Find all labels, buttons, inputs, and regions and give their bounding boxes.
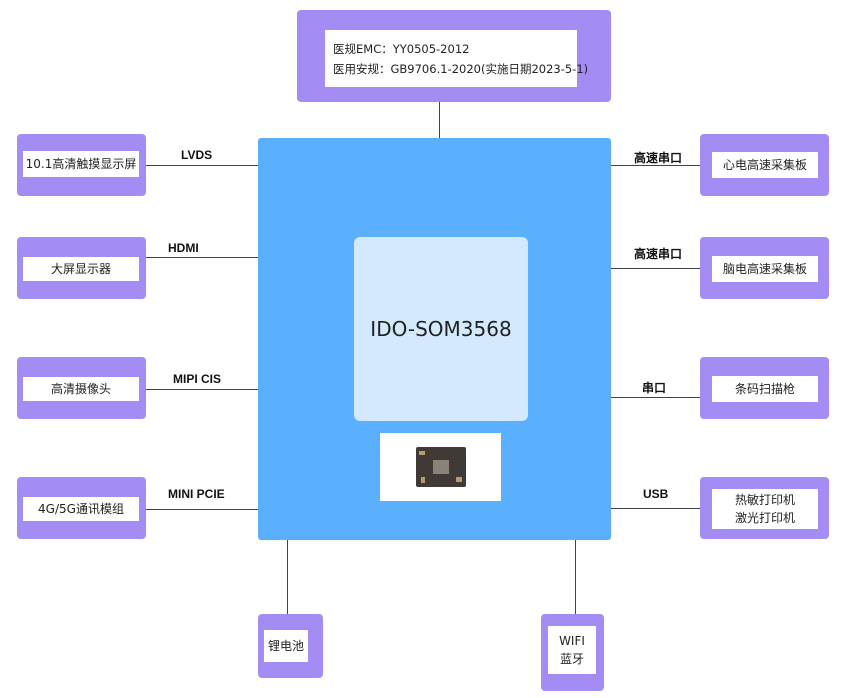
peripheral-label: 锂电池 — [267, 639, 304, 653]
core-module-title: IDO-SOM3568 — [370, 317, 512, 341]
peripheral-label: 4G/5G通讯模组 — [38, 502, 124, 516]
peripheral-eeg: 脑电高速采集板 — [712, 256, 818, 282]
som-board-image — [416, 447, 466, 487]
peripheral-modem: 4G/5G通讯模组 — [23, 497, 139, 521]
board-component — [456, 477, 462, 482]
interface-label-lvds: LVDS — [181, 148, 213, 162]
connector-line — [575, 540, 576, 614]
peripheral-label: WIFI — [559, 634, 585, 648]
peripheral-scanner: 条码扫描枪 — [712, 376, 818, 402]
peripheral-label: 10.1高清触摸显示屏 — [25, 157, 137, 171]
module-photo — [380, 433, 501, 501]
connector-line — [611, 165, 700, 166]
standards-panel: 医规EMC：YY0505-2012 医用安规：GB9706.1-2020(实施日… — [325, 30, 589, 87]
peripheral-battery: 锂电池 — [264, 630, 308, 662]
interface-label-highspeed-serial: 高速串口 — [634, 247, 683, 261]
interface-label-serial: 串口 — [642, 381, 667, 395]
peripheral-monitor: 大屏显示器 — [23, 257, 139, 281]
connector-line — [611, 268, 700, 269]
peripheral-ecg: 心电高速采集板 — [712, 152, 818, 178]
peripheral-label: 条码扫描枪 — [734, 382, 795, 396]
connector-line — [287, 540, 288, 614]
peripheral-label: 心电高速采集板 — [722, 158, 807, 172]
peripheral-wireless: WIFI 蓝牙 — [548, 626, 596, 674]
peripheral-touchscreen: 10.1高清触摸显示屏 — [23, 151, 139, 177]
board-component — [421, 477, 425, 483]
board-component — [419, 451, 425, 455]
connector-line — [439, 102, 440, 138]
interface-label-usb: USB — [643, 487, 669, 501]
peripheral-label: 高清摄像头 — [50, 382, 111, 396]
connector-line — [146, 165, 258, 166]
peripheral-printers: 热敏打印机 激光打印机 — [712, 489, 818, 529]
core-module-title-panel: IDO-SOM3568 — [354, 237, 528, 421]
interface-label-minipcie: MINI PCIE — [168, 487, 225, 501]
peripheral-label: 大屏显示器 — [50, 262, 111, 276]
standard-emc: 医规EMC：YY0505-2012 — [333, 41, 470, 56]
peripheral-label: 脑电高速采集板 — [722, 262, 807, 276]
peripheral-label: 热敏打印机 — [734, 493, 795, 507]
soc-chip — [433, 460, 449, 474]
connector-line — [611, 508, 700, 509]
connector-line — [146, 257, 258, 258]
interface-label-highspeed-serial: 高速串口 — [634, 151, 683, 165]
peripheral-label: 激光打印机 — [734, 511, 795, 525]
interface-label-hdmi: HDMI — [168, 241, 199, 255]
connector-line — [146, 509, 258, 510]
connector-line — [146, 389, 258, 390]
peripheral-label: 蓝牙 — [559, 652, 584, 666]
interface-label-mipi: MIPI CIS — [173, 372, 222, 386]
standard-safety: 医用安规：GB9706.1-2020(实施日期2023-5-1) — [333, 61, 589, 76]
peripheral-camera: 高清摄像头 — [23, 377, 139, 401]
connector-line — [611, 397, 700, 398]
